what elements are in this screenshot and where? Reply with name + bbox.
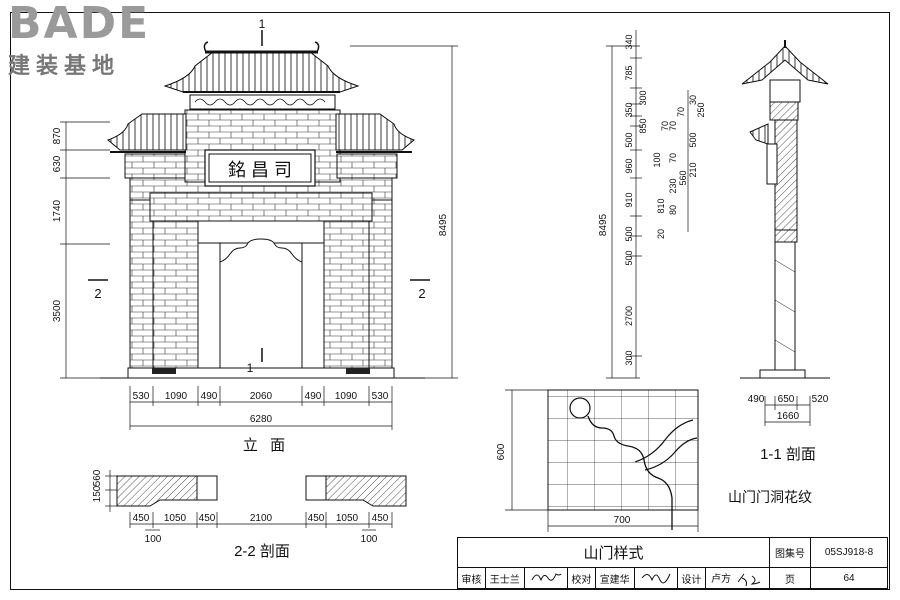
elev-dim-2: 1090: [165, 391, 188, 402]
pattern-title: 山门门洞花纹: [728, 489, 812, 505]
check-name: 宣建华: [594, 567, 635, 589]
mid-dim-9: 500: [624, 226, 634, 241]
section-1-1-drawing: [740, 40, 830, 379]
mid-dim-5: 850: [638, 118, 648, 133]
detail-dim-5: 100: [652, 152, 662, 167]
detail-dim-2: 70: [676, 107, 686, 117]
section-mark-bottom: 1: [247, 361, 254, 375]
door-pattern-detail: [505, 389, 699, 532]
sec2-dim-2: 1050: [164, 513, 187, 524]
section-mark-right: 2: [418, 286, 425, 301]
section-mark-left: 2: [94, 286, 101, 301]
mid-dim-3: 350: [624, 102, 634, 117]
elev-dim-5: 490: [305, 391, 322, 402]
sec2-dim-6: 1050: [336, 513, 359, 524]
elev-left-dim-2: 630: [52, 155, 63, 172]
sec1-dim-2: 650: [778, 394, 795, 405]
mid-dim-1: 340: [624, 34, 634, 49]
detail-dim-12: 560: [678, 170, 688, 185]
elev-left-dim-4: 3500: [52, 299, 63, 322]
section-mark-top: 1: [259, 17, 266, 31]
detail-dim-9: 810: [656, 198, 666, 213]
mid-dim-6: 500: [624, 132, 634, 147]
detail-dim-6: 70: [668, 153, 678, 163]
review-name: 王士兰: [484, 567, 525, 589]
check-label: 校对: [566, 567, 596, 589]
sec2-dim-3: 450: [199, 513, 216, 524]
middle-dim-chain: [606, 30, 689, 379]
sec2-small-dim-2: 100: [361, 534, 378, 545]
elev-dim-total: 6280: [250, 414, 273, 425]
page-label: 页: [769, 567, 811, 589]
sec2-dim-1: 450: [133, 513, 150, 524]
sec1-dim-3: 520: [812, 394, 829, 405]
mid-dim-2: 785: [624, 65, 634, 80]
middle-total: 8495: [598, 213, 609, 236]
check-signature: [633, 567, 678, 589]
sec2-dim-7: 450: [372, 513, 389, 524]
detail-dim-8: 230: [668, 178, 678, 193]
title-block: 山门样式 图集号 05SJ918-8 审核 王士兰 校对 宣建华 设计 卢方 页…: [457, 537, 888, 589]
sec2-dim-4: 2100: [250, 513, 273, 524]
sec2-left-dim-2: 560: [92, 469, 103, 486]
design-cell: 卢方: [704, 567, 771, 589]
section-cut-marks: 1 1 2 2: [88, 17, 430, 375]
sec1-dim-total: 1660: [777, 411, 800, 422]
logo-cn-text: 建装基地: [8, 54, 121, 79]
section-2-2-drawing: [116, 475, 407, 507]
review-signature: [523, 567, 568, 589]
elev-dim-7: 530: [372, 391, 389, 402]
detail-dim-7: 500: [688, 132, 698, 147]
elev-dim-6: 1090: [335, 391, 358, 402]
drawing-frame: [10, 12, 890, 590]
detail-dim-4: 70: [660, 121, 670, 131]
mid-dim-11: 2700: [624, 306, 634, 326]
detail-dim-11: 20: [656, 229, 666, 239]
page-number: 64: [810, 567, 888, 589]
mid-dim-12: 300: [624, 350, 634, 365]
elev-right-total: 8495: [438, 213, 449, 236]
review-label: 审核: [457, 567, 486, 589]
section-2-2-title: 2-2 剖面: [234, 543, 290, 560]
section-2-2-dims: [105, 470, 393, 531]
design-name: 卢方: [710, 573, 731, 585]
elevation-title: 立 面: [243, 437, 289, 454]
bade-logo: BADE 建装基地: [8, 2, 168, 82]
sec2-dim-5: 450: [308, 513, 325, 524]
detail-dim-10: 80: [668, 205, 678, 215]
section-1-1-title: 1-1 剖面: [760, 446, 816, 463]
detail-dim-13: 210: [688, 162, 698, 177]
signboard-text: 銘 昌 司: [228, 160, 292, 180]
elevation-left-dims: [60, 121, 110, 379]
mid-dim-8: 910: [624, 192, 634, 207]
pattern-dim-height: 600: [496, 443, 507, 460]
elev-dim-3: 490: [201, 391, 218, 402]
design-label: 设计: [676, 567, 706, 589]
drawing-title: 山门样式: [457, 537, 770, 568]
elevation-bottom-dims: [129, 386, 393, 430]
gate-elevation: 銘 昌 司: [100, 41, 425, 379]
elev-left-dim-1: 870: [52, 127, 63, 144]
sec1-dim-1: 490: [748, 394, 765, 405]
mid-dim-10: 500: [624, 250, 634, 265]
detail-dim-1: 30: [688, 95, 698, 105]
sec2-small-dim-1: 100: [145, 534, 162, 545]
detail-dim-3: 70: [668, 121, 678, 131]
elev-dim-1: 530: [133, 391, 150, 402]
pattern-dim-width: 700: [614, 515, 631, 526]
mid-dim-7: 960: [624, 158, 634, 173]
elev-left-dim-3: 1740: [52, 199, 63, 222]
logo-wordmark: BADE: [8, 0, 151, 49]
elev-dim-4: 2060: [250, 391, 273, 402]
mid-dim-4: 300: [638, 90, 648, 105]
detail-dim-14: 250: [696, 102, 706, 117]
atlas-label: 图集号: [769, 537, 811, 568]
sec2-left-dim-1: 150: [92, 485, 103, 502]
atlas-number: 05SJ918-8: [810, 537, 888, 568]
